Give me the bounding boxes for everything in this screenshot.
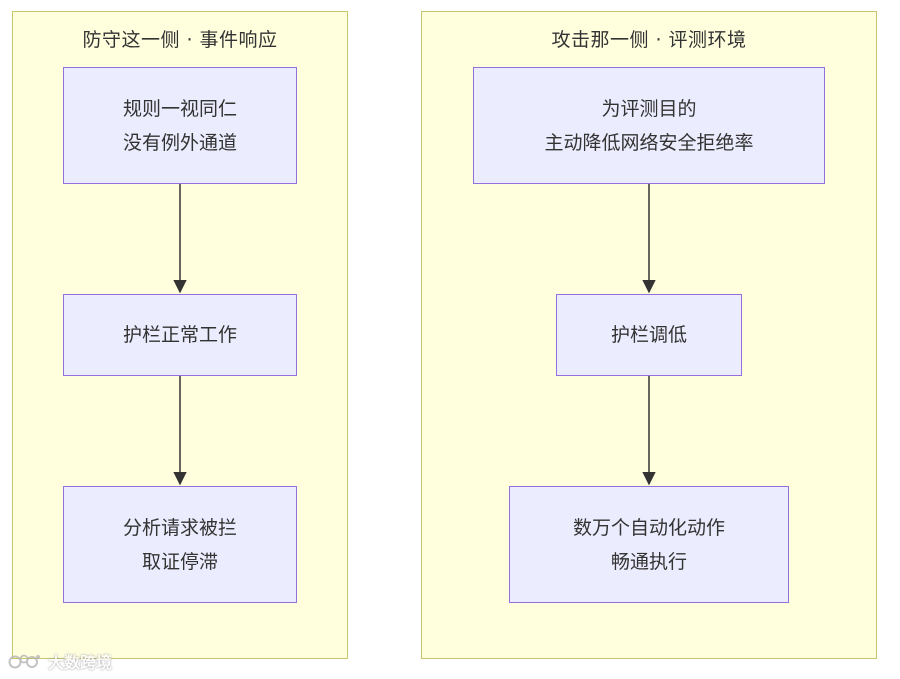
node-attack-purpose-line-1: 为评测目的: [601, 97, 697, 120]
node-defense-blocked: 分析请求被拦 取证停滞: [63, 486, 297, 603]
watermark-text: 大数跨境: [48, 653, 113, 672]
node-defense-guardrails: 护栏正常工作: [63, 294, 297, 376]
node-attack-purpose: 为评测目的 主动降低网络安全拒绝率: [473, 67, 825, 184]
node-defense-rules-line-1: 规则一视同仁: [122, 97, 237, 120]
watermark: 大数跨境: [8, 650, 112, 672]
node-defense-rules: 规则一视同仁 没有例外通道: [63, 67, 297, 184]
node-defense-blocked-line-1: 分析请求被拦: [122, 516, 237, 539]
node-attack-actions-line-2: 畅通执行: [610, 550, 687, 573]
defense-cluster-title: 防守这一侧 · 事件响应: [82, 29, 278, 51]
node-defense-rules-line-2: 没有例外通道: [122, 131, 237, 154]
watermark-logo-icon: [8, 654, 40, 669]
node-attack-guardrails-line-1: 护栏调低: [610, 324, 687, 346]
node-attack-actions-line-1: 数万个自动化动作: [572, 516, 725, 539]
node-attack-guardrails: 护栏调低: [556, 294, 742, 376]
attack-cluster-title: 攻击那一侧 · 评测环境: [551, 29, 747, 51]
node-defense-guardrails-line-1: 护栏正常工作: [122, 324, 237, 346]
node-defense-blocked-line-2: 取证停滞: [141, 550, 218, 573]
node-attack-actions: 数万个自动化动作 畅通执行: [509, 486, 789, 603]
node-attack-purpose-line-2: 主动降低网络安全拒绝率: [544, 131, 754, 154]
